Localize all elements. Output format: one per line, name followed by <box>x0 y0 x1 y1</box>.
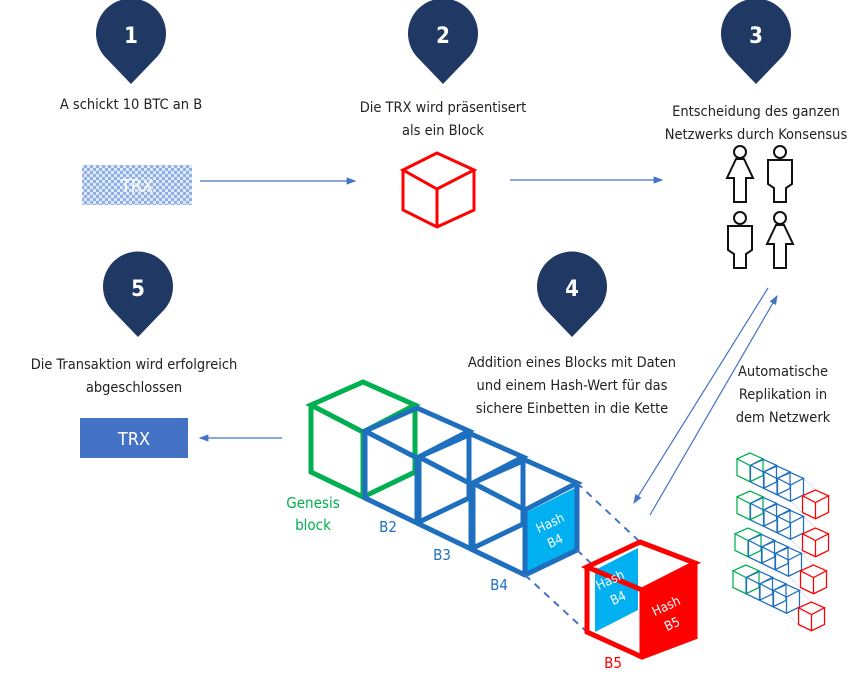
person-female-icon <box>766 211 794 269</box>
step-4-caption: und einem Hash-Wert für das <box>477 378 668 394</box>
genesis-label: Genesis <box>286 494 339 512</box>
person-female-icon <box>726 145 754 203</box>
network-participants <box>726 145 794 269</box>
replication-caption: dem Netzwerk <box>736 410 831 426</box>
replica-chain <box>735 528 827 594</box>
b4-label: B4 <box>490 576 508 594</box>
step-1-marker: 1 <box>96 0 166 84</box>
step-5-marker: 5 <box>103 251 173 337</box>
hash-b4-face <box>527 487 577 575</box>
step-4-marker: 4 <box>537 251 607 337</box>
person-male-icon <box>767 145 793 203</box>
person-male-icon <box>727 211 753 269</box>
flow-arrows <box>198 176 778 516</box>
replica-chain <box>737 491 829 557</box>
step-number: 4 <box>565 277 579 302</box>
genesis-label: block <box>295 516 331 534</box>
step-3-caption: Entscheidung des ganzen <box>672 104 840 120</box>
replicated-chains <box>733 453 829 631</box>
step-4-caption: Addition eines Blocks mit Daten <box>468 355 676 371</box>
step-3-caption: Netzwerks durch Konsensus <box>665 127 848 143</box>
step-4-caption: sichere Einbetten in die Kette <box>476 401 668 417</box>
step-5-caption: Die Transaktion wird erfolgreich <box>31 357 238 373</box>
block-b5-cube <box>580 539 702 660</box>
step-number: 1 <box>124 24 138 49</box>
step-5-caption: abgeschlossen <box>86 380 182 396</box>
hash-b4-label: B4 <box>608 589 628 609</box>
b5-label: B5 <box>604 654 622 672</box>
trx-label: TRX <box>120 176 153 197</box>
replication-caption: Automatische <box>738 364 828 380</box>
step-number: 5 <box>131 277 145 302</box>
hash-b5-label: B5 <box>662 615 682 635</box>
replication-caption: Replikation in <box>739 387 827 403</box>
step-number: 2 <box>436 24 450 49</box>
arrow-icon <box>649 294 778 516</box>
step-number: 3 <box>749 24 763 49</box>
trx-pending-box: TRX <box>82 165 192 205</box>
step-1-caption: A schickt 10 BTC an B <box>60 97 202 113</box>
replica-chain <box>733 565 825 631</box>
trx-label: TRX <box>117 429 150 450</box>
step-2-marker: 2 <box>408 0 478 84</box>
step-2-caption: als ein Block <box>402 123 484 139</box>
blockchain <box>311 382 641 633</box>
step-3-marker: 3 <box>721 0 791 84</box>
b3-label: B3 <box>433 546 451 564</box>
cube-icon <box>399 151 478 229</box>
hash-b4-label: B4 <box>545 532 565 552</box>
arrow-icon <box>633 287 769 505</box>
trx-done-box: TRX <box>80 418 188 458</box>
step-2-caption: Die TRX wird präsentisert <box>360 100 527 116</box>
b2-label: B2 <box>379 518 397 536</box>
